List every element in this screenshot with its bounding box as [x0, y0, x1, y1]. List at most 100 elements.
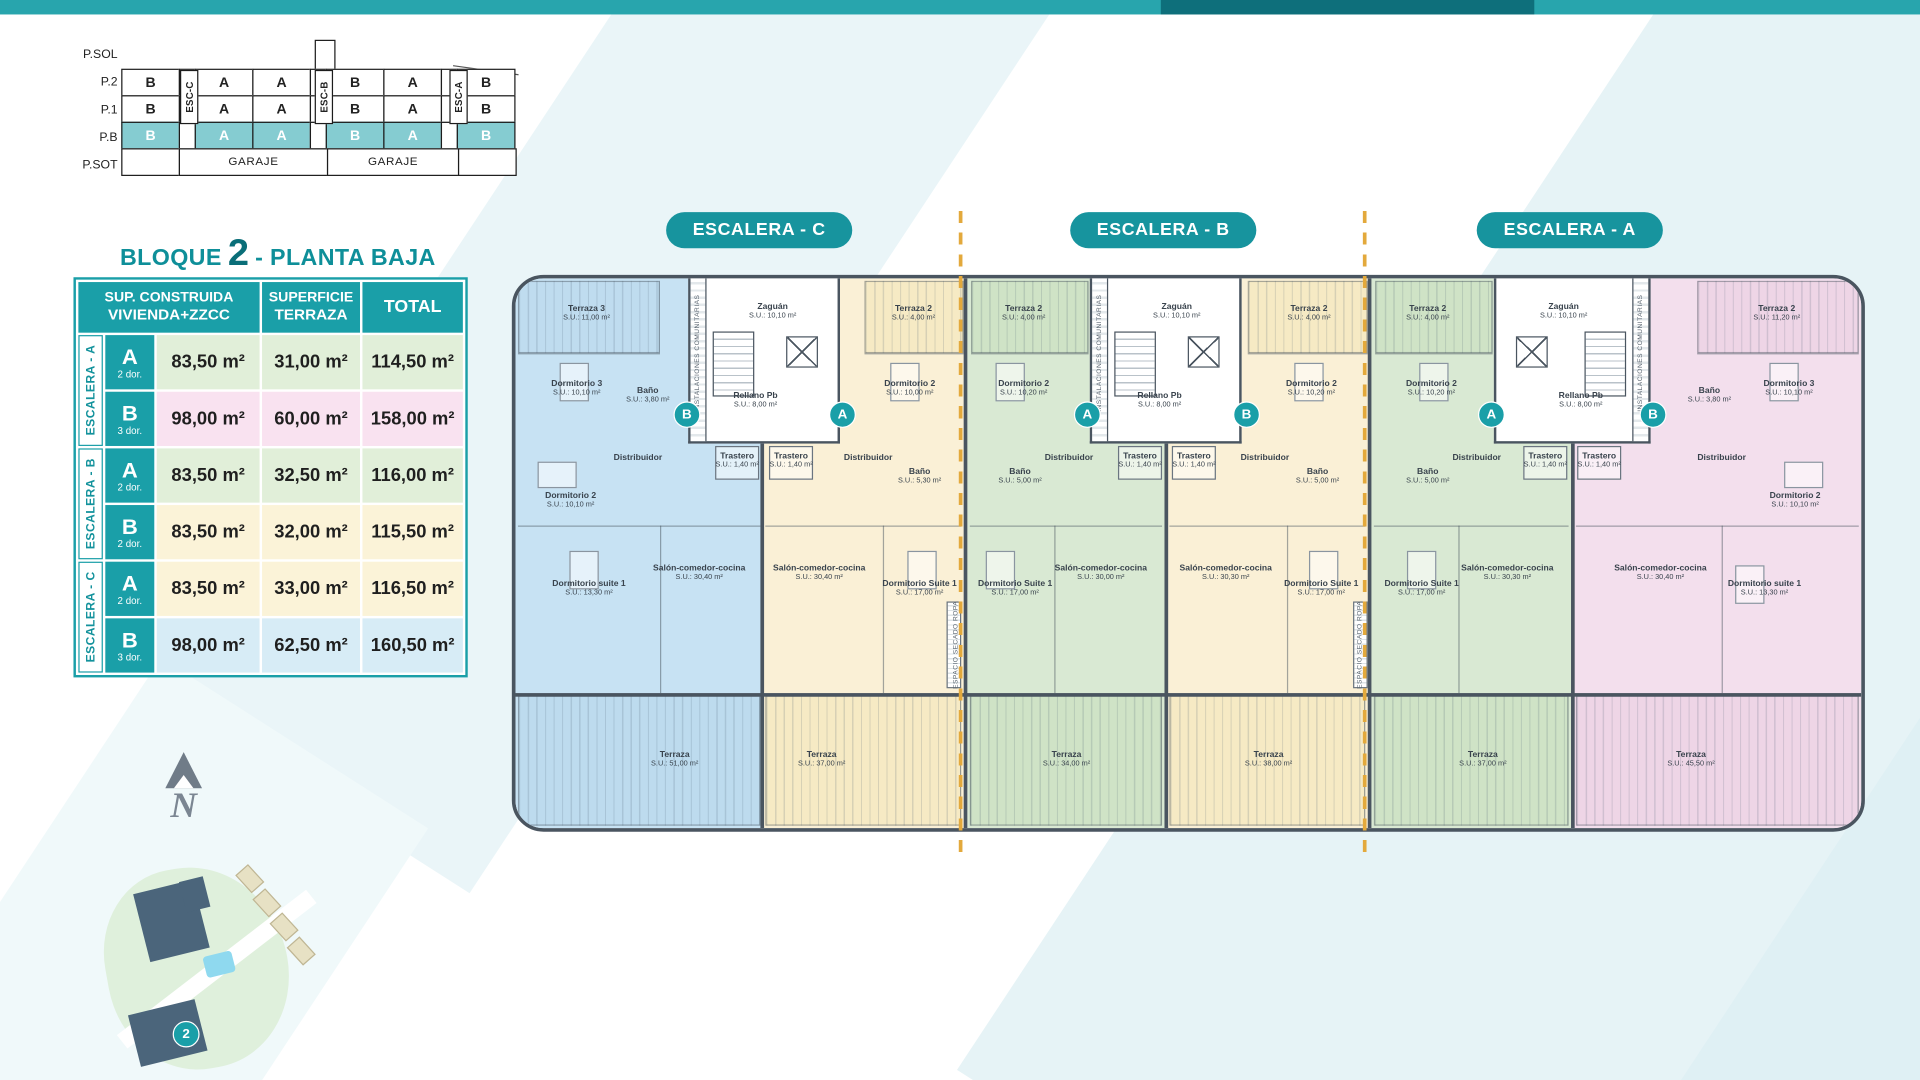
partition: [1375, 353, 1493, 355]
wall: [515, 693, 1862, 697]
room-label: Dormitorio 2 S.U.: 10,20 m²: [998, 379, 1050, 398]
stack-cell: A: [194, 121, 254, 150]
block-number-badge: 2: [172, 1020, 200, 1048]
furniture-bed: [1769, 362, 1799, 402]
section-divider-dashed-line: [1362, 210, 1367, 859]
garaje-cell: GARAJE: [178, 148, 329, 176]
room-label: Trastero S.U.: 1,40 m²: [715, 452, 759, 470]
title-block-word: BLOQUE: [120, 245, 222, 272]
esc-c-label: ESC-C: [180, 69, 199, 125]
stack-cell: A: [252, 121, 312, 150]
site-plan-minimap: 2: [90, 850, 317, 1080]
room-label: Dormitorio 3 S.U.: 10,10 m²: [1763, 379, 1815, 398]
furniture-bed: [569, 550, 599, 590]
room-label: Rellano Pb S.U.: 8,00 m²: [733, 391, 778, 410]
storage-box: [715, 445, 760, 480]
value-terrace: 33,00 m²: [262, 561, 361, 616]
building-stack-diagram: P.SOL P.2 P.1 P.B P.SOT B A A B A B B A: [71, 39, 561, 196]
stack-cell-esc: [440, 121, 458, 150]
room-label: Terraza 2 S.U.: 4,00 m²: [1287, 305, 1331, 323]
stairs-icon: [1114, 331, 1156, 397]
stack-cell: B: [121, 95, 181, 123]
room-label: Zaguán S.U.: 10,10 m²: [1153, 302, 1201, 321]
value-total: 116,00 m²: [362, 448, 463, 503]
room-label: Distribuidor: [613, 454, 663, 463]
partition: [1054, 525, 1056, 694]
stack-cell: A: [252, 68, 312, 97]
terrace: [1697, 280, 1859, 354]
partition: [517, 353, 661, 355]
furniture-bed: [985, 550, 1016, 590]
furniture-bed: [1419, 362, 1449, 402]
terrace: [1575, 695, 1859, 826]
value-terrace: 62,50 m²: [262, 618, 361, 673]
furniture-bed: [1784, 461, 1824, 489]
top-accent-bar: [0, 0, 1920, 15]
floor-plan: Terraza 3 S.U.: 11,00 m² Dormitorio 3 S.…: [511, 274, 1865, 832]
stack-cell: A: [383, 95, 443, 123]
terrace: [1247, 280, 1368, 354]
wall: [1571, 443, 1575, 829]
storage-box: [1171, 445, 1216, 480]
stair-tower: [314, 39, 336, 72]
storage-box: [1577, 445, 1622, 480]
unit-letter-marker: A: [828, 401, 856, 428]
stairwell-esc-c: [688, 278, 841, 444]
value-total: 160,50 m²: [362, 618, 463, 673]
room-label: Baño S.U.: 5,00 m²: [1295, 467, 1340, 486]
room-label: Baño S.U.: 5,00 m²: [998, 467, 1042, 486]
stack-cell: A: [194, 95, 254, 123]
room-label: Distribuidor: [843, 454, 893, 463]
partition: [1373, 525, 1569, 527]
room-label: Distribuidor: [1044, 454, 1094, 463]
installations-strip: [690, 278, 707, 442]
stairwell-esc-a: [1493, 278, 1651, 444]
room-label: Trastero S.U.: 1,40 m²: [1118, 452, 1162, 470]
room-label: Trastero S.U.: 1,40 m²: [769, 452, 813, 470]
room-label: Salón-comedor-cocina S.U.: 30,40 m²: [652, 564, 746, 582]
floor-label-p2: P.2: [100, 75, 118, 90]
terrace: [765, 695, 962, 826]
room-label: Terraza S.U.: 37,00 m²: [1459, 751, 1507, 769]
areas-table: SUP. CONSTRUIDA VIVIENDA+ZZCC SUPERFICIE…: [73, 277, 468, 678]
stack-cell: A: [383, 121, 443, 150]
unit-letter-marker: A: [1073, 401, 1101, 428]
installations-strip: [1092, 278, 1109, 442]
unit-letter-marker: B: [1639, 401, 1667, 428]
room-label: Dormitorio 2 S.U.: 10,00 m²: [884, 379, 936, 398]
partition: [1697, 353, 1859, 355]
partition: [882, 525, 885, 694]
room-label: Dormitorio 2 S.U.: 10,20 m²: [1285, 379, 1337, 398]
compass-north-letter: N: [170, 785, 197, 826]
room-label: Baño S.U.: 5,00 m²: [1406, 467, 1450, 486]
terrace: [1373, 695, 1569, 826]
room-label: Trastero S.U.: 1,40 m²: [1577, 452, 1621, 470]
room-label: Salón-comedor-cocina S.U.: 30,40 m²: [772, 564, 866, 582]
room-label: Distribuidor: [1452, 454, 1502, 463]
room-label: Baño S.U.: 3,80 m²: [1687, 387, 1732, 405]
floor-label-psot: P.SOT: [82, 159, 118, 173]
room-label: Dormitorio 2 S.U.: 10,10 m²: [1769, 492, 1821, 510]
section-divider-dashed-line: [958, 210, 963, 859]
room-label: Terraza S.U.: 38,00 m²: [1244, 751, 1293, 769]
badge-escalera-a: ESCALERA - A: [1476, 212, 1663, 249]
stack-cell: A: [383, 68, 443, 97]
room-label: Trastero S.U.: 1,40 m²: [1523, 452, 1567, 470]
stack-cell: A: [252, 95, 312, 123]
room-label: Dormitorio Suite 1 S.U.: 17,00 m²: [1284, 580, 1359, 598]
badge-escalera-c: ESCALERA - C: [666, 212, 853, 249]
installations-strip: [1632, 278, 1649, 442]
room-label: Terraza 3 S.U.: 11,00 m²: [563, 305, 610, 323]
storage-box: [1523, 445, 1568, 480]
badge-escalera-b: ESCALERA - B: [1070, 212, 1257, 249]
floor-label-pb: P.B: [99, 131, 118, 145]
unit-letter-marker: A: [1477, 401, 1505, 428]
stack-row-pb-highlight: B A A B A B: [121, 121, 516, 150]
title-rest: - PLANTA BAJA: [255, 245, 436, 272]
terrace: [1169, 695, 1366, 826]
furniture-bed: [1294, 362, 1324, 402]
value-terrace: 31,00 m²: [262, 335, 361, 390]
room-label: Terraza 2 S.U.: 4,00 m²: [1406, 305, 1450, 323]
col-header-built: SUP. CONSTRUIDA VIVIENDA+ZZCC: [78, 282, 260, 333]
